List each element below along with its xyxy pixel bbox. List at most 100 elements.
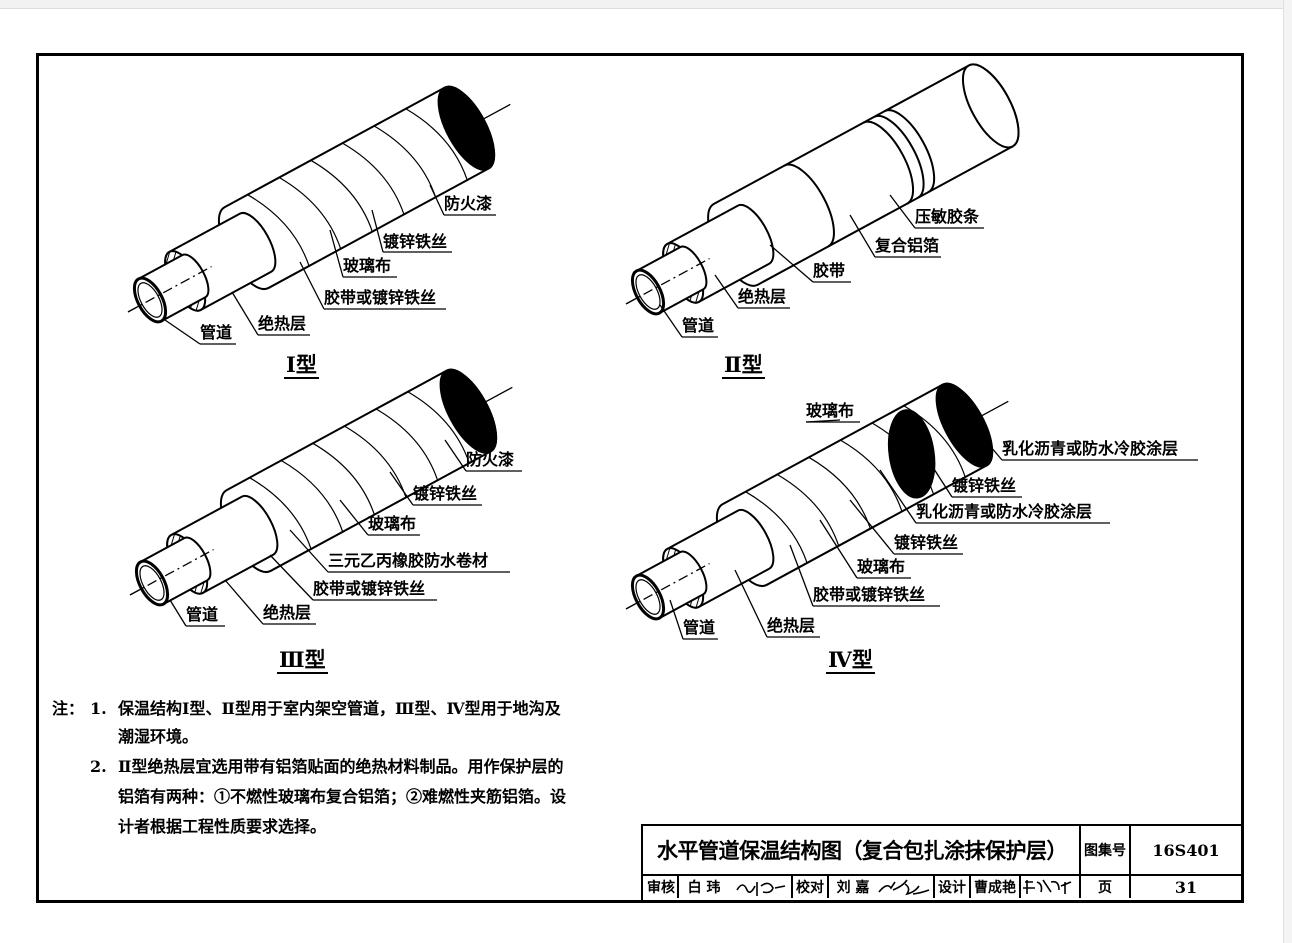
label-glass-cloth-t1: 玻璃布 bbox=[343, 256, 392, 275]
label-tape-t2: 胶带 bbox=[813, 261, 846, 280]
title-block: 水平管道保温结构图（复合包扎涂抹保护层） 图集号 16S401 审核 白 玮 校… bbox=[641, 824, 1243, 900]
leader-line-26 bbox=[669, 599, 684, 640]
leader-line-22 bbox=[849, 499, 895, 555]
leader-line-25 bbox=[734, 569, 768, 638]
label-galvanized-wire-mid-t4: 镀锌铁丝 bbox=[894, 533, 959, 552]
label-galvanized-wire-top-t4: 镀锌铁丝 bbox=[952, 476, 1017, 495]
label-galvanized-wire-t1: 镀锌铁丝 bbox=[383, 232, 448, 251]
leader-line-7 bbox=[849, 214, 876, 258]
leader-line-21 bbox=[879, 469, 917, 524]
checker-name: 刘 嘉 bbox=[836, 880, 870, 896]
leader-line-11 bbox=[444, 439, 467, 472]
t1-center-dash bbox=[127, 266, 212, 313]
type-4-title: Ⅳ型 bbox=[826, 647, 875, 674]
t2-center-dash bbox=[625, 258, 710, 305]
t4-emulsion-coating bbox=[887, 409, 936, 499]
leader-line-20 bbox=[924, 454, 953, 498]
page-label: 页 bbox=[1098, 880, 1112, 896]
atlas-number: 16S401 bbox=[1152, 840, 1220, 860]
designer-name: 曹成艳 bbox=[974, 880, 1016, 896]
label-emulsion-top-t4: 乳化沥青或防水冷胶涂层 bbox=[1002, 439, 1179, 458]
note-2-line-3: 计者根据工程性质要求选择。 bbox=[118, 817, 327, 836]
t1-pipe-assembly bbox=[127, 85, 511, 324]
label-glass-cloth-top-t4: 玻璃布 bbox=[806, 401, 855, 420]
type-3-title: Ⅲ型 bbox=[277, 647, 328, 674]
reviewer-signature bbox=[736, 882, 786, 896]
type-2-title: Ⅱ型 bbox=[722, 352, 765, 379]
type-1-title: Ⅰ型 bbox=[284, 352, 319, 379]
label-fireproof-paint-t3: 防火漆 bbox=[466, 450, 515, 469]
t2-tape-band bbox=[783, 163, 835, 248]
leader-line-17 bbox=[169, 599, 187, 627]
wrap-line bbox=[278, 176, 342, 250]
t4-pipe-assembly bbox=[625, 382, 1009, 621]
reviewer-name: 白 玮 bbox=[687, 880, 721, 896]
wrap-line bbox=[840, 439, 903, 512]
atlas-number-label: 图集号 bbox=[1084, 843, 1126, 859]
leader-line-0 bbox=[429, 184, 445, 216]
viewer-top-bar bbox=[0, 0, 1292, 9]
label-pipe-t1: 管道 bbox=[200, 323, 233, 342]
t3-pipe-assembly bbox=[129, 368, 513, 607]
leader-line-24 bbox=[789, 544, 814, 607]
wrap-line bbox=[280, 459, 344, 533]
label-pipe-t3: 管道 bbox=[186, 605, 219, 624]
designer-signature bbox=[1023, 879, 1072, 894]
page-number: 31 bbox=[1174, 877, 1198, 897]
wrap-line bbox=[247, 194, 310, 267]
label-composite-foil-t2: 复合铝箔 bbox=[875, 236, 940, 255]
leader-line-13 bbox=[339, 499, 369, 536]
label-insulation-t1: 绝热层 bbox=[258, 314, 307, 333]
note-2-number: 2. bbox=[90, 757, 107, 776]
label-tape-or-wire-t3: 胶带或镀锌铁丝 bbox=[313, 579, 426, 598]
leader-line-8 bbox=[769, 244, 814, 283]
wrap-line bbox=[342, 142, 405, 215]
design-label: 设计 bbox=[938, 880, 966, 896]
leader-line-19 bbox=[984, 439, 1003, 461]
t3-fireproof-paint bbox=[439, 368, 498, 454]
label-tape-or-wire-t4: 胶带或镀锌铁丝 bbox=[813, 585, 926, 604]
leader-line-3 bbox=[299, 261, 325, 310]
label-insulation-t3: 绝热层 bbox=[263, 603, 312, 622]
wrap-line bbox=[344, 425, 407, 498]
label-insulation-t2: 绝热层 bbox=[738, 287, 787, 306]
leader-line-14 bbox=[289, 529, 329, 573]
t4-fireproof-paint bbox=[935, 382, 994, 468]
label-tape-or-wire-t1: 胶带或镀锌铁丝 bbox=[324, 288, 437, 307]
note-1-number: 1. bbox=[90, 699, 107, 718]
leader-line-16 bbox=[224, 579, 264, 625]
wrap-line bbox=[310, 159, 373, 232]
t2-pipe-assembly bbox=[625, 63, 1020, 316]
t3-center-dash bbox=[129, 549, 214, 596]
label-emulsion-mid-t4: 乳化沥青或防水冷胶涂层 bbox=[916, 502, 1093, 521]
checker-signature bbox=[878, 879, 930, 896]
drawing-title: 水平管道保温结构图（复合包扎涂抹保护层） bbox=[657, 838, 1068, 863]
wrap-line bbox=[312, 442, 375, 515]
leader-line-9 bbox=[714, 274, 739, 309]
label-fireproof-paint-t1: 防火漆 bbox=[444, 194, 493, 213]
leader-line-1 bbox=[371, 209, 384, 253]
t2-pressure-tape-2 bbox=[873, 114, 925, 199]
drawing-frame bbox=[36, 53, 1244, 903]
leader-line-6 bbox=[889, 194, 916, 229]
leader-line-23 bbox=[819, 519, 858, 579]
t4-center-dash bbox=[625, 563, 710, 610]
leader-line-2 bbox=[329, 229, 344, 278]
leader-line-12 bbox=[389, 471, 414, 506]
note-1-line-2: 潮湿环境。 bbox=[118, 727, 199, 746]
label-pipe-t4: 管道 bbox=[683, 618, 716, 637]
label-galvanized-wire-t3: 镀锌铁丝 bbox=[413, 484, 478, 503]
label-glass-cloth-t3: 玻璃布 bbox=[368, 514, 417, 533]
leader-line-15 bbox=[269, 554, 314, 601]
wrap-line bbox=[375, 408, 439, 481]
notes-prefix: 注： bbox=[52, 699, 85, 718]
vertical-scrollbar[interactable] bbox=[1283, 0, 1292, 943]
wrap-line bbox=[407, 391, 470, 464]
label-epdm-membrane-t3: 三元乙丙橡胶防水卷材 bbox=[328, 551, 489, 570]
label-glass-cloth-t4: 玻璃布 bbox=[857, 557, 906, 576]
note-2-line-2: 铝箔有两种：①不燃性玻璃布复合铝箔；②难燃性夹筋铝箔。设 bbox=[118, 787, 567, 806]
check-label: 校对 bbox=[796, 880, 824, 896]
wrap-line bbox=[405, 108, 468, 181]
note-1-line-1: 保温结构Ⅰ型、Ⅱ型用于室内架空管道，Ⅲ型、Ⅳ型用于地沟及 bbox=[118, 699, 561, 718]
